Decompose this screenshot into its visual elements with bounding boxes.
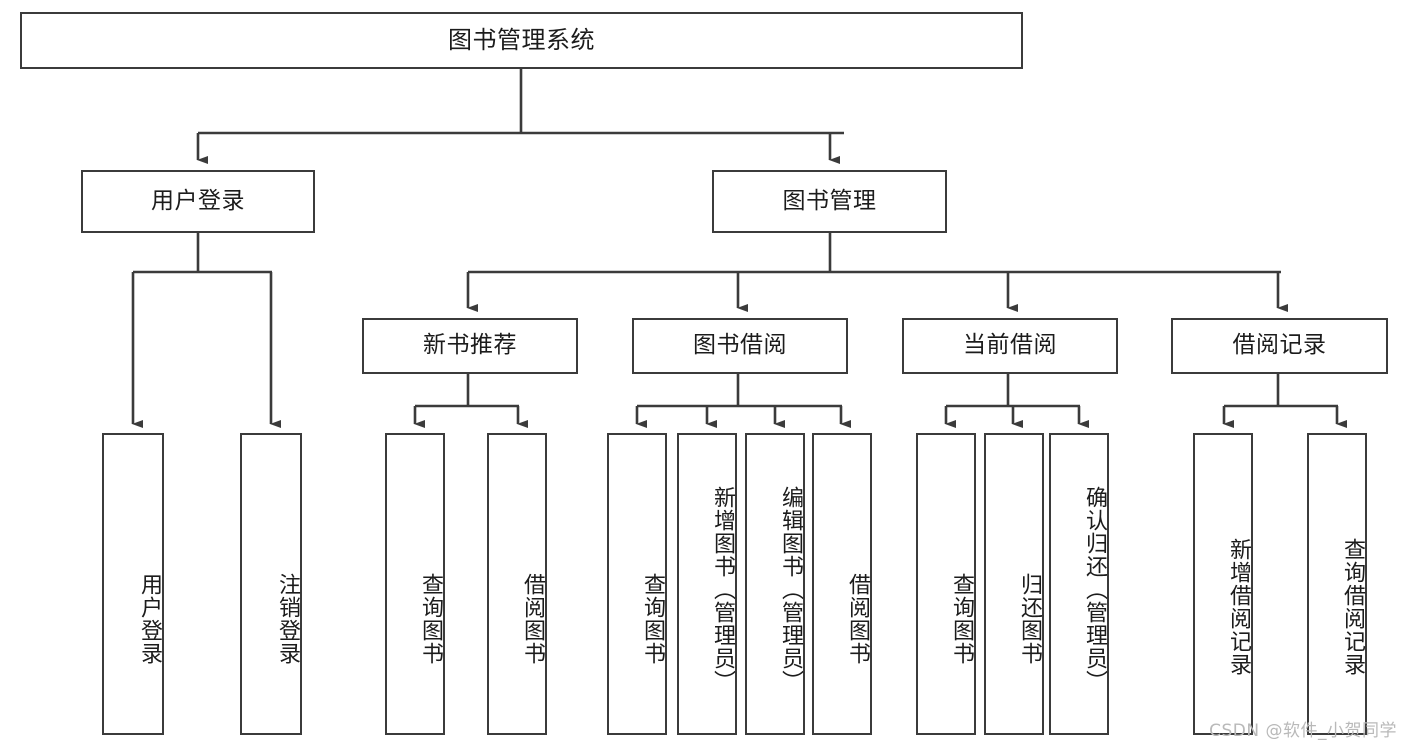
leaf-query-book-2-label: 查询图书 bbox=[640, 573, 665, 665]
leaf-return-book-label: 归还图书 bbox=[1017, 573, 1042, 665]
node-book-borrow[interactable]: 图书借阅 bbox=[632, 318, 848, 374]
node-new-book-recommend[interactable]: 新书推荐 bbox=[362, 318, 578, 374]
leaf-add-record[interactable]: 新增借阅记录 bbox=[1193, 433, 1253, 735]
leaf-return-book[interactable]: 归还图书 bbox=[984, 433, 1044, 735]
node-user-login[interactable]: 用户登录 bbox=[81, 170, 315, 233]
node-current-borrow[interactable]: 当前借阅 bbox=[902, 318, 1118, 374]
node-root-label: 图书管理系统 bbox=[448, 26, 595, 55]
csdn-watermark: CSDN @软件_小贺同学 bbox=[1209, 721, 1397, 741]
node-book-management-label: 图书管理 bbox=[782, 187, 877, 214]
leaf-user-login-label: 用户登录 bbox=[137, 573, 162, 665]
leaf-query-book-3-label: 查询图书 bbox=[949, 573, 974, 665]
node-borrow-record[interactable]: 借阅记录 bbox=[1171, 318, 1388, 374]
node-book-borrow-label: 图书借阅 bbox=[693, 332, 787, 359]
leaf-user-logout-label: 注销登录 bbox=[275, 573, 300, 665]
node-root-system[interactable]: 图书管理系统 bbox=[20, 12, 1023, 69]
leaf-query-record[interactable]: 查询借阅记录 bbox=[1307, 433, 1367, 735]
leaf-add-book[interactable]: 新增图书（管理员） bbox=[677, 433, 737, 735]
node-user-login-label: 用户登录 bbox=[151, 187, 245, 214]
leaf-borrow-book-2[interactable]: 借阅图书 bbox=[812, 433, 872, 735]
leaf-query-record-label: 查询借阅记录 bbox=[1340, 537, 1365, 676]
leaf-query-book-1[interactable]: 查询图书 bbox=[385, 433, 445, 735]
leaf-confirm-return[interactable]: 确认归还（管理员） bbox=[1049, 433, 1109, 735]
leaf-query-book-1-label: 查询图书 bbox=[418, 573, 443, 665]
node-book-management[interactable]: 图书管理 bbox=[712, 170, 947, 233]
leaf-user-login[interactable]: 用户登录 bbox=[102, 433, 164, 735]
leaf-borrow-book-1-label: 借阅图书 bbox=[520, 573, 545, 665]
leaf-user-logout[interactable]: 注销登录 bbox=[240, 433, 302, 735]
node-current-borrow-label: 当前借阅 bbox=[963, 332, 1057, 359]
leaf-query-book-2[interactable]: 查询图书 bbox=[607, 433, 667, 735]
node-borrow-record-label: 借阅记录 bbox=[1232, 332, 1327, 359]
leaf-add-record-label: 新增借阅记录 bbox=[1226, 537, 1251, 676]
leaf-confirm-return-label: 确认归还（管理员） bbox=[1082, 485, 1107, 693]
leaf-borrow-book-1[interactable]: 借阅图书 bbox=[487, 433, 547, 735]
leaf-query-book-3[interactable]: 查询图书 bbox=[916, 433, 976, 735]
leaf-edit-book-label: 编辑图书（管理员） bbox=[778, 485, 803, 693]
leaf-add-book-label: 新增图书（管理员） bbox=[710, 485, 735, 693]
leaf-borrow-book-2-label: 借阅图书 bbox=[845, 573, 870, 665]
leaf-edit-book[interactable]: 编辑图书（管理员） bbox=[745, 433, 805, 735]
node-new-book-recommend-label: 新书推荐 bbox=[423, 332, 517, 359]
